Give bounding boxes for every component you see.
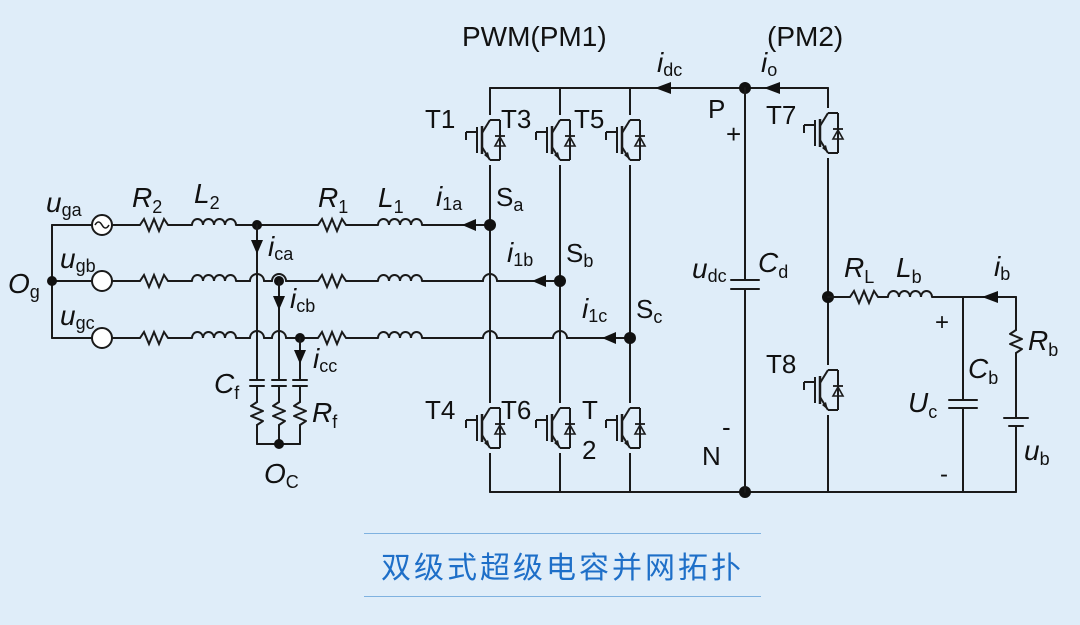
label-t5: T5 xyxy=(574,104,604,134)
dc-link xyxy=(730,82,780,498)
label-r-b: Rb xyxy=(1028,325,1058,360)
label-s-c: Sc xyxy=(636,294,662,327)
label-i-1c: i1c xyxy=(582,293,607,326)
dcdc-converter xyxy=(802,87,1029,493)
label-u-gc: ugc xyxy=(60,300,95,333)
label-t1: T1 xyxy=(425,104,455,134)
phase-a-line xyxy=(111,218,491,232)
label-i-cc: icc xyxy=(313,343,337,376)
label-t6: T6 xyxy=(501,395,531,425)
label-uc-minus: - xyxy=(940,461,948,488)
label-c-b: Cb xyxy=(968,353,998,388)
label-node-p: P xyxy=(708,94,725,124)
label-r1: R1 xyxy=(318,182,348,217)
label-l2: L2 xyxy=(194,178,220,213)
caption-box: 双级式超级电容并网拓扑 xyxy=(364,533,761,597)
label-u-c: Uc xyxy=(908,387,937,422)
label-pwm-pm1: PWM(PM1) xyxy=(462,21,607,52)
label-c-f: Cf xyxy=(214,368,240,403)
phase-b-line xyxy=(111,273,561,288)
label-node-n: N xyxy=(702,441,721,471)
label-o-g: Og xyxy=(8,268,40,302)
label-r-l: RL xyxy=(844,252,874,287)
label-s-b: Sb xyxy=(566,238,593,271)
label-u-b: ub xyxy=(1024,435,1050,469)
label-c-d: Cd xyxy=(758,247,788,282)
label-s-a: Sa xyxy=(496,182,524,215)
label-i-o: io xyxy=(761,47,777,80)
source-gc xyxy=(91,327,113,349)
label-i-1b: i1b xyxy=(507,237,533,270)
label-n-minus: - xyxy=(722,412,731,442)
label-t4: T4 xyxy=(425,395,455,425)
label-i-dc: idc xyxy=(657,47,682,80)
label-i-ca: ica xyxy=(268,231,294,264)
label-t2-2: 2 xyxy=(582,435,596,465)
label-o-c: OC xyxy=(264,458,299,492)
label-t3: T3 xyxy=(501,104,531,134)
grid-neutral-node xyxy=(47,276,57,286)
phase-c-line xyxy=(111,330,631,345)
source-ga xyxy=(91,214,113,236)
label-l-b: Lb xyxy=(896,252,922,287)
label-i-b: ib xyxy=(994,251,1010,284)
label-t2-t: T xyxy=(582,395,598,425)
caption: 双级式超级电容并网拓扑 xyxy=(381,551,744,586)
label-t7: T7 xyxy=(766,100,796,130)
label-r-f: Rf xyxy=(312,397,338,432)
label-t8: T8 xyxy=(766,349,796,379)
label-i-cb: icb xyxy=(290,283,315,316)
label-pm2: (PM2) xyxy=(767,21,843,52)
label-p-plus: + xyxy=(726,119,741,149)
label-l1: L1 xyxy=(378,182,404,217)
label-u-gb: ugb xyxy=(60,243,96,276)
label-u-dc: udc xyxy=(692,253,727,286)
label-u-ga: uga xyxy=(46,187,83,220)
label-i-1a: i1a xyxy=(436,181,463,214)
label-r2: R2 xyxy=(132,182,162,217)
label-uc-plus: + xyxy=(935,309,949,336)
inverter-bridge xyxy=(464,82,1017,493)
filter-branches xyxy=(249,220,308,449)
